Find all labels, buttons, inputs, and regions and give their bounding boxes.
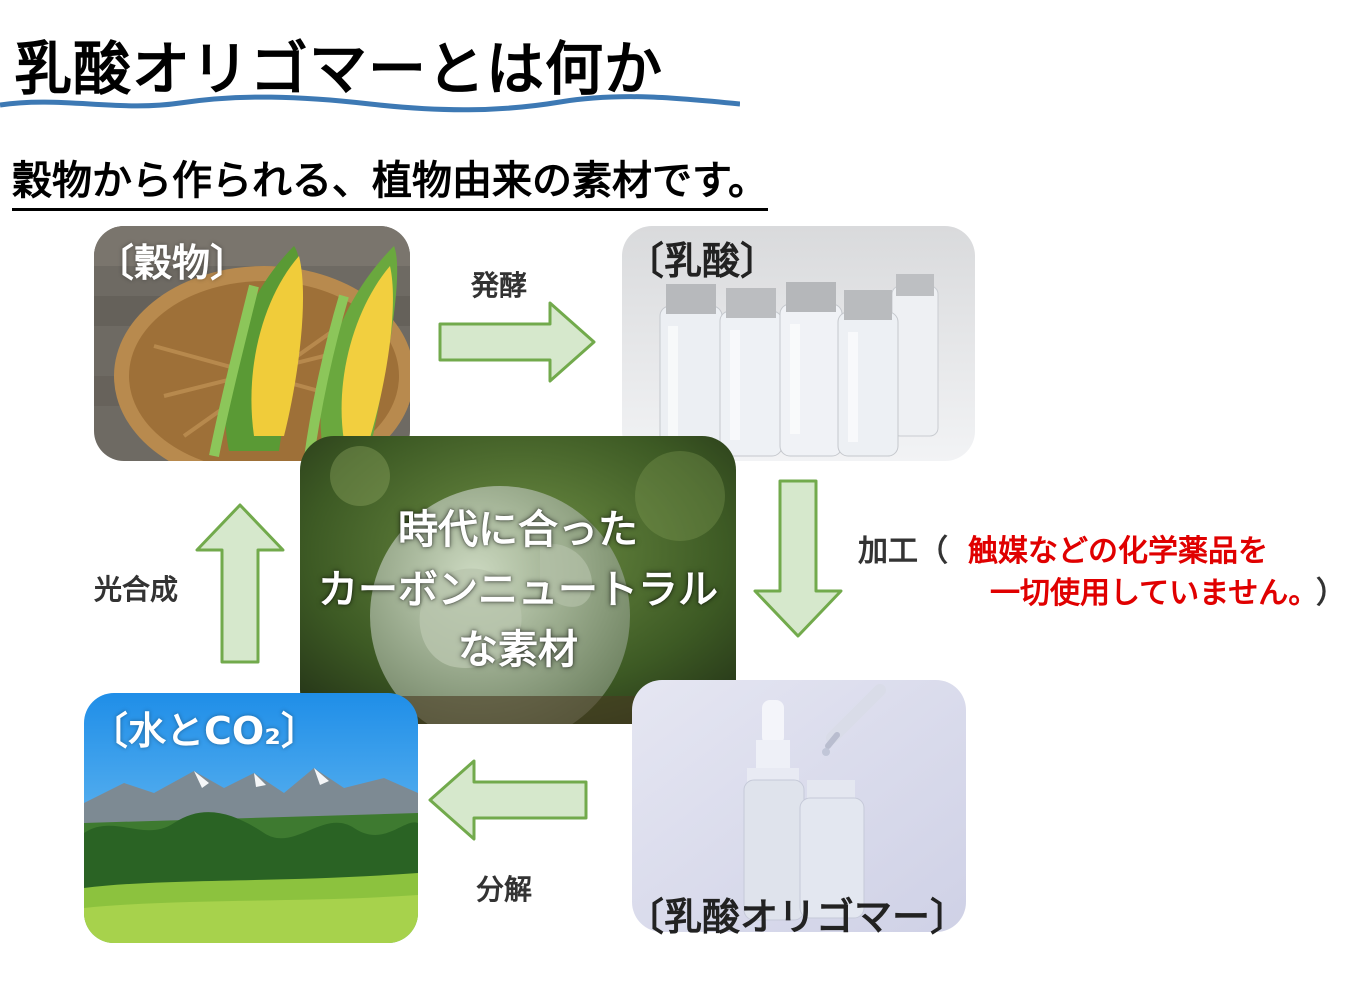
center-message-line1: 時代に合った bbox=[398, 507, 638, 553]
water-co2-label: 〔水とCO₂〕 bbox=[90, 709, 319, 753]
oligomer-label: 〔乳酸オリゴマー〕 bbox=[626, 895, 969, 939]
center-message-line3: な素材 bbox=[458, 627, 578, 673]
page-title: 乳酸オリゴマーとは何か bbox=[14, 35, 664, 103]
step-decomposition-label: 分解 bbox=[476, 873, 533, 906]
oligomer-image bbox=[632, 680, 966, 932]
grain-label: 〔穀物〕 bbox=[96, 241, 249, 285]
grain-image bbox=[94, 226, 410, 461]
lactic-acid-image bbox=[622, 226, 975, 461]
processing-note-close: ） bbox=[1316, 576, 1346, 611]
water-co2-image bbox=[84, 693, 418, 943]
step-fermentation-label: 発酵 bbox=[471, 269, 528, 302]
arrow-down-icon bbox=[753, 479, 843, 638]
lactic-acid-label: 〔乳酸〕 bbox=[626, 239, 779, 283]
center-message-line2: カーボンニュートラル bbox=[318, 567, 718, 613]
step-photosynthesis-label: 光合成 bbox=[94, 573, 179, 606]
arrow-up-icon bbox=[195, 503, 285, 664]
step-processing-label: 加工（ bbox=[858, 534, 948, 569]
arrow-right-icon bbox=[438, 301, 596, 383]
globe-image bbox=[300, 436, 736, 724]
arrow-left-icon bbox=[428, 759, 588, 841]
processing-note-line1: 触媒などの化学薬品を bbox=[968, 534, 1268, 569]
page-subtitle: 穀物から作られる、植物由来の素材です。 bbox=[12, 148, 768, 211]
processing-note-line2: 一切使用していません。 bbox=[990, 576, 1319, 611]
title-wave-underline bbox=[0, 94, 740, 113]
center-message: 時代に合った カーボンニュートラル な素材 bbox=[300, 500, 736, 680]
